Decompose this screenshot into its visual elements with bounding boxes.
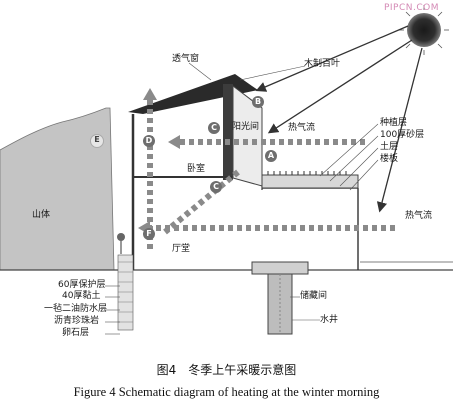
label-vent-window: 透气窗	[172, 54, 200, 64]
sun-rays	[399, 5, 449, 55]
label-planting-layer: 种植层	[380, 118, 408, 128]
caption-english: Figure 4 Schematic diagram of heating at…	[73, 385, 380, 399]
foundation-block	[251, 261, 309, 275]
watermark: PIPCN.COM	[383, 3, 439, 13]
label-bedroom: 卧室	[187, 164, 206, 174]
label-oil-felt: 一毡二油防水层	[44, 304, 108, 314]
label-soil-layer: 土层	[380, 142, 399, 152]
label-clay-40: 40厚黏土	[62, 291, 101, 301]
label-protect-60: 60厚保护层	[58, 280, 106, 290]
label-storage: 储藏间	[300, 291, 328, 301]
zone-marker-a: A	[265, 150, 277, 162]
label-gravel: 卵石层	[62, 328, 90, 338]
plant-icon	[117, 233, 125, 254]
label-asphalt-pearl: 沥青珍珠岩	[54, 316, 100, 326]
heat-flow-arrows	[147, 100, 395, 250]
plant-row	[267, 171, 347, 175]
zone-marker-f: F	[143, 228, 155, 240]
zone-marker-b: B	[252, 96, 264, 108]
label-mountain: 山体	[32, 210, 51, 220]
mountain-shape	[0, 107, 115, 271]
caption-chinese: 图4 冬季上午采暖示意图	[156, 363, 297, 377]
leader-lines	[105, 62, 379, 335]
solar-radiation-arrows	[255, 25, 423, 213]
label-well: 水井	[320, 315, 339, 325]
zone-marker-d: D	[143, 135, 155, 147]
upper-wall-right	[223, 84, 233, 180]
sun-icon	[407, 13, 441, 47]
label-sand-layer: 100厚砂层	[380, 130, 425, 140]
label-sunroom: 阳光间	[232, 122, 260, 132]
zone-marker-c-upper: C	[208, 122, 220, 134]
zone-marker-e: E	[90, 134, 104, 148]
label-heat-flow-2: 热气流	[405, 211, 433, 221]
zone-marker-c-lower: C	[210, 181, 222, 193]
label-hall: 厅堂	[172, 244, 191, 254]
label-wooden-louver: 木制百叶	[304, 59, 341, 69]
planting-bed	[261, 174, 359, 189]
label-floor-slab: 楼板	[380, 154, 399, 164]
label-heat-flow-1: 热气流	[288, 123, 316, 133]
